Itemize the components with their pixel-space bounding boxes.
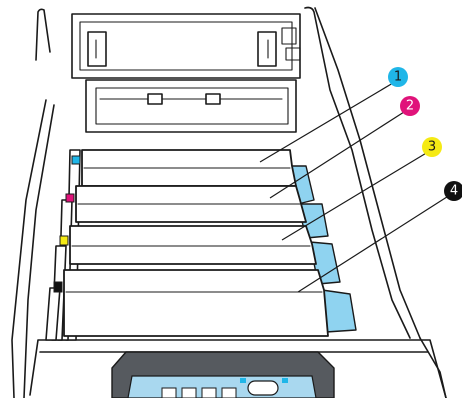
cartridge-2-magenta-marker [66, 194, 74, 202]
panel-indicator-right [282, 378, 288, 383]
callout-4: 4 [444, 181, 462, 201]
callout-4-label: 4 [450, 184, 458, 199]
panel-button-2[interactable] [182, 388, 196, 398]
cartridge-1-cyan-marker [72, 156, 80, 164]
cartridge-4-black-marker [54, 282, 62, 292]
panel-button-3[interactable] [202, 388, 216, 398]
callout-2: 2 [400, 96, 420, 116]
cartridge-1[interactable] [72, 150, 296, 186]
callout-1-label: 1 [394, 70, 402, 85]
callout-1: 1 [388, 67, 408, 87]
callout-2-label: 2 [406, 99, 414, 114]
top-cover [72, 14, 300, 132]
panel-button-4[interactable] [222, 388, 236, 398]
callout-3: 3 [422, 137, 442, 157]
callout-3-label: 3 [428, 140, 436, 155]
cartridge-3-yellow-marker [60, 236, 68, 245]
panel-indicator-left [240, 378, 246, 383]
panel-oval-button[interactable] [248, 381, 278, 395]
cartridge-4[interactable] [54, 270, 328, 336]
control-panel [112, 352, 334, 398]
panel-button-1[interactable] [162, 388, 176, 398]
cartridge-2[interactable] [66, 186, 306, 222]
cartridge-3[interactable] [60, 226, 316, 264]
